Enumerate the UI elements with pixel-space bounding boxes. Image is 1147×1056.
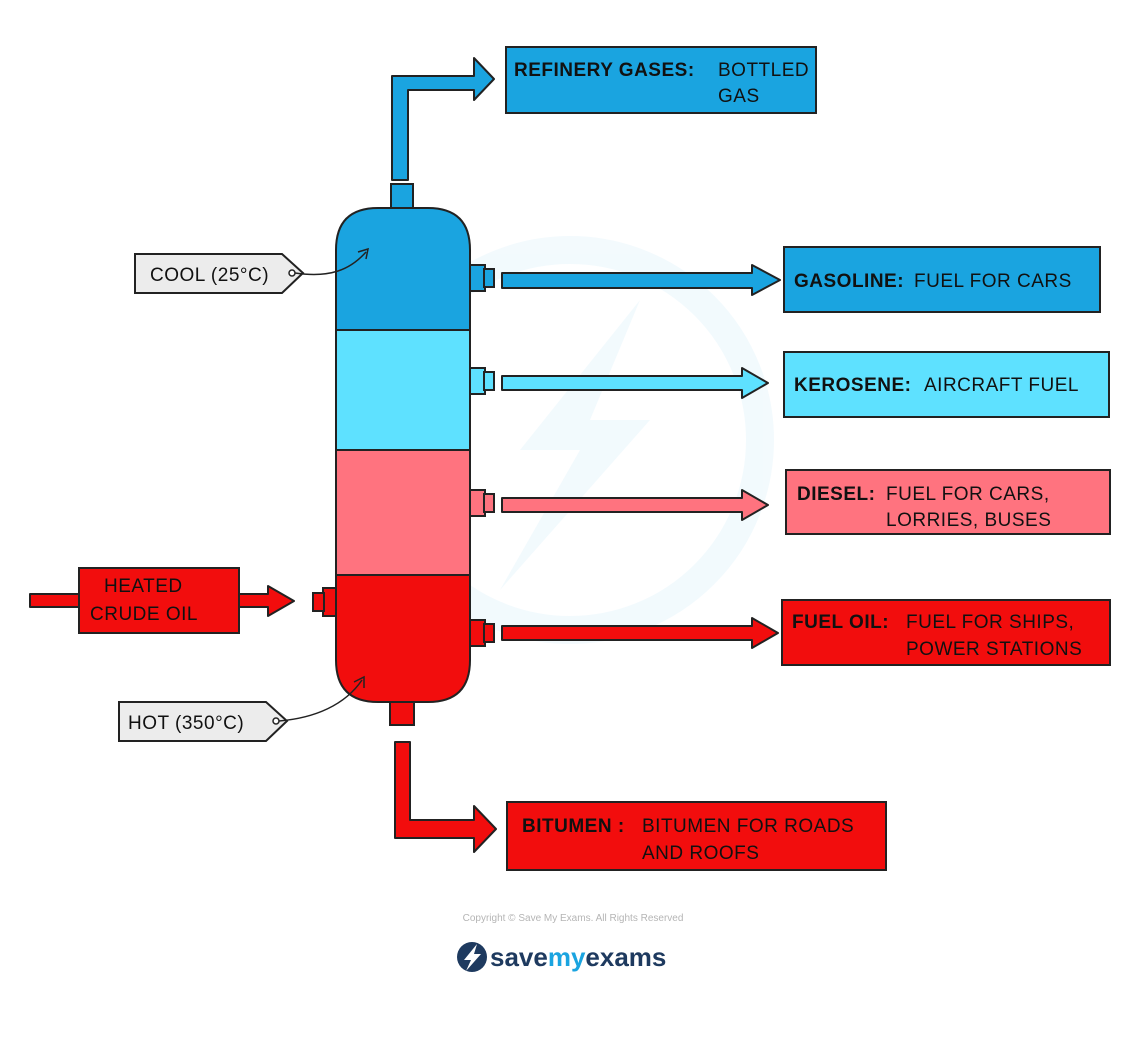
- arrow-gasoline: [501, 264, 781, 296]
- diesel-use-line1: FUEL FOR CARS,: [886, 484, 1050, 505]
- tag-cool: COOL (25°C): [134, 247, 369, 294]
- arrow-refinery: [391, 57, 495, 181]
- fractionating-column: [312, 183, 495, 726]
- bitumen-use-line1: BITUMEN FOR ROADS: [642, 816, 854, 837]
- diesel-use-line2: LORRIES, BUSES: [886, 510, 1051, 531]
- svg-text:savemyexams: savemyexams: [490, 942, 666, 972]
- label-crude-oil: HEATED CRUDE OIL: [78, 567, 240, 634]
- fuel-oil-name: FUEL OIL:: [792, 612, 889, 633]
- arrow-bitumen: [394, 741, 497, 853]
- label-refinery: REFINERY GASES: BOTTLED GAS: [505, 46, 817, 114]
- brand-exams: exams: [585, 942, 666, 972]
- svg-text:REFINERY GASES:: REFINERY GASES:: [514, 60, 695, 81]
- refinery-name: REFINERY GASES:: [514, 60, 695, 81]
- crude-line2: CRUDE OIL: [90, 604, 198, 625]
- arrow-kerosene: [501, 367, 769, 399]
- brand-my: my: [548, 942, 586, 972]
- label-bitumen: BITUMEN : BITUMEN FOR ROADS AND ROOFS: [506, 801, 887, 871]
- label-kerosene: KEROSENE: AIRCRAFT FUEL: [783, 351, 1110, 418]
- copyright-text: Copyright © Save My Exams. All Rights Re…: [463, 913, 684, 924]
- fuel-oil-use-line1: FUEL FOR SHIPS,: [906, 612, 1074, 633]
- kerosene-name: KEROSENE:: [794, 375, 911, 396]
- kerosene-use-line1: AIRCRAFT FUEL: [924, 375, 1079, 396]
- arrow-crude-input: [29, 585, 295, 617]
- tag-hot: HOT (350°C): [118, 675, 365, 742]
- bitumen-use-line2: AND ROOFS: [642, 843, 759, 864]
- refinery-use-line2: GAS: [718, 86, 760, 107]
- tag-hot-text: HOT (350°C): [128, 713, 244, 734]
- brand-save: save: [490, 942, 548, 972]
- gasoline-name: GASOLINE:: [794, 271, 904, 292]
- label-diesel: DIESEL: FUEL FOR CARS, LORRIES, BUSES: [785, 469, 1111, 535]
- gasoline-use-line1: FUEL FOR CARS: [914, 271, 1072, 292]
- refinery-use-line1: BOTTLED: [718, 60, 809, 81]
- bitumen-name: BITUMEN :: [522, 816, 625, 837]
- arrow-fuel-oil: [501, 617, 779, 649]
- crude-line1: HEATED: [104, 576, 183, 597]
- fuel-oil-use-line2: POWER STATIONS: [906, 639, 1082, 660]
- label-gasoline: GASOLINE: FUEL FOR CARS: [783, 246, 1101, 313]
- diesel-name: DIESEL:: [797, 484, 875, 505]
- brand-logo: savemyexams: [457, 942, 666, 972]
- label-fuel-oil: FUEL OIL: FUEL FOR SHIPS, POWER STATIONS: [781, 599, 1111, 666]
- arrow-diesel: [501, 489, 769, 521]
- tag-cool-text: COOL (25°C): [150, 265, 269, 286]
